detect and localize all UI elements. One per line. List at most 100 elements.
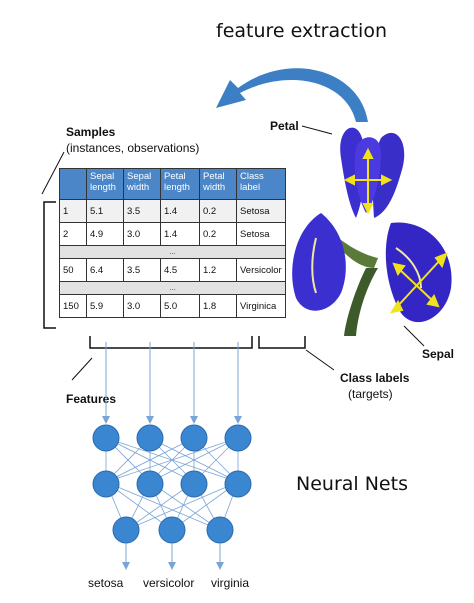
features-pointer-stroke: [71, 357, 93, 381]
arrow-head: [392, 262, 406, 277]
class-labels-subheading: (targets): [348, 387, 393, 401]
table-cell: 4.5: [160, 258, 200, 282]
arrow-head: [381, 174, 393, 186]
diagram-title: feature extraction: [216, 20, 387, 42]
sepal-pointer-line: [403, 325, 425, 347]
table-row: 150 5.9 3.0 5.0 1.8 Virginica: [59, 294, 286, 318]
petal-pointer-stroke: [301, 125, 333, 135]
table-cell: Setosa: [236, 199, 286, 223]
input-node: [136, 424, 164, 452]
table-cell: 150: [59, 294, 87, 318]
class-labels-heading: Class labels: [340, 371, 410, 385]
iris-data-table: Sepal length Sepal width Petal length Pe…: [59, 168, 286, 318]
neural-nets-label: Neural Nets: [296, 473, 408, 495]
petal-pointer-line: [301, 125, 333, 135]
output-arrows: [125, 543, 221, 564]
table-ellipsis-cell: …: [59, 281, 286, 295]
table-cell: 2: [59, 222, 87, 246]
sepal-width-arrow: [397, 267, 435, 303]
arrow-head: [426, 293, 440, 308]
hidden-node: [136, 470, 164, 498]
hidden-node: [224, 470, 252, 498]
table-row: 50 6.4 3.5 4.5 1.2 Versicolor: [59, 258, 286, 282]
table-row: 2 4.9 3.0 1.4 0.2 Setosa: [59, 222, 286, 246]
output-node: [112, 516, 140, 544]
petal-measurement-arrows: [343, 147, 393, 215]
class-labels-pointer-line: [305, 349, 335, 371]
table-cell: 3.0: [123, 222, 161, 246]
class-label-bracket: [258, 336, 306, 349]
sepal-label: Sepal: [422, 347, 455, 361]
sepal-measurement-arrows: [389, 252, 448, 314]
output-label-virginia: virginia: [211, 576, 250, 590]
table-header-cell: Petal length: [160, 168, 200, 200]
arrow-head: [343, 174, 355, 186]
hidden-layer: [92, 470, 252, 498]
output-arrowheads: [122, 562, 224, 570]
samples-bracket-stroke: [43, 201, 56, 329]
output-node: [158, 516, 186, 544]
hidden-connections: [105, 437, 239, 483]
output-label-setosa: setosa: [88, 576, 124, 590]
table-header-cell: Sepal length: [86, 168, 124, 200]
table-cell: 1.2: [199, 258, 237, 282]
hidden-node: [92, 470, 120, 498]
samples-pointer-line: [41, 151, 65, 195]
table-cell: 1: [59, 199, 87, 223]
sepal-pointer-stroke: [403, 325, 425, 347]
feature-extraction-arrow: [216, 68, 368, 122]
table-cell: 1.8: [199, 294, 237, 318]
table-cell: 5.9: [86, 294, 124, 318]
output-label-versicolor: versicolor: [143, 576, 195, 590]
table-ellipsis-cell: …: [59, 245, 286, 259]
table-cell: 0.2: [199, 199, 237, 223]
table-cell: 5.0: [160, 294, 200, 318]
sepal-length-arrow: [395, 257, 443, 309]
features-pointer-line: [71, 357, 93, 381]
arrow-head: [362, 203, 374, 215]
curved-arrow-shape: [216, 68, 368, 122]
table-cell: 1.4: [160, 222, 200, 246]
samples-pointer-stroke: [41, 151, 65, 195]
table-header-cell: [59, 168, 87, 200]
table-cell: Virginica: [236, 294, 286, 318]
table-cell: 50: [59, 258, 87, 282]
features-label: Features: [66, 392, 117, 406]
table-cell: 3.5: [123, 258, 161, 282]
table-row-ellipsis: …: [59, 245, 286, 259]
features-bracket-stroke: [89, 336, 253, 349]
samples-subheading: (instances, observations): [66, 141, 200, 155]
table-cell: 0.2: [199, 222, 237, 246]
table-cell: Versicolor: [236, 258, 286, 282]
table-cell: 3.0: [123, 294, 161, 318]
table-cell: 5.1: [86, 199, 124, 223]
sepal-vein: [395, 247, 422, 289]
arrow-head: [362, 147, 374, 159]
table-row-ellipsis: …: [59, 281, 286, 295]
table-row: 1 5.1 3.5 1.4 0.2 Setosa: [59, 199, 286, 223]
table-cell: 3.5: [123, 199, 161, 223]
arrow-head: [434, 252, 448, 269]
table-header-cell: Sepal width: [123, 168, 161, 200]
iris-flower-image: [292, 127, 452, 336]
table-header-row: Sepal length Sepal width Petal length Pe…: [59, 168, 286, 200]
flower-stem: [344, 268, 378, 336]
input-arrowheads: [102, 416, 242, 424]
sepal-vein-left: [311, 237, 317, 294]
table-cell: 6.4: [86, 258, 124, 282]
input-node: [180, 424, 208, 452]
flower-leaf: [316, 218, 378, 268]
input-node: [92, 424, 120, 452]
class-label-bracket-stroke: [258, 336, 306, 349]
hidden-node: [180, 470, 208, 498]
input-layer: [92, 424, 252, 452]
input-node: [224, 424, 252, 452]
table-header-cell: Class label: [236, 168, 286, 200]
features-bracket: [89, 336, 253, 349]
table-cell: 1.4: [160, 199, 200, 223]
petal-label: Petal: [270, 119, 299, 133]
input-feature-arrows: [105, 342, 239, 418]
table-cell: Setosa: [236, 222, 286, 246]
arrow-head: [389, 299, 404, 314]
table-cell: 4.9: [86, 222, 124, 246]
